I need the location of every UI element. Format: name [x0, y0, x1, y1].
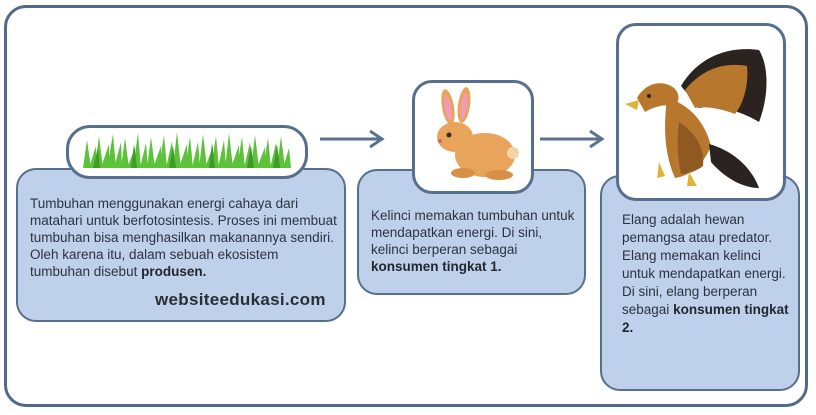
- eagle-icon: [625, 49, 767, 188]
- eagle-description-card: Elang adalah hewan pemangsa atau predato…: [600, 175, 800, 391]
- rabbit-icon: [437, 87, 519, 180]
- arrow-right-icon: [540, 129, 605, 149]
- rabbit-description-text: Kelinci memakan tumbuhan untuk mendapatk…: [371, 208, 575, 257]
- eagle-description-text: Elang adalah hewan pemangsa atau predato…: [622, 212, 786, 317]
- grass-description-card: Tumbuhan menggunakan energi cahaya dari …: [16, 168, 346, 322]
- grass-description: Tumbuhan menggunakan energi cahaya dari …: [30, 195, 338, 280]
- eagle-picture: [616, 23, 786, 201]
- watermark: websiteedukasi.com: [155, 290, 326, 309]
- grass-description-text: Tumbuhan menggunakan energi cahaya dari …: [30, 196, 337, 279]
- grass-icon: [83, 132, 291, 168]
- arrow-right-icon: [320, 129, 385, 149]
- rabbit-role-label: konsumen tingkat 1.: [371, 259, 502, 274]
- eagle-role-label: konsumen tingkat 2.: [622, 302, 789, 335]
- rabbit-description: Kelinci memakan tumbuhan untuk mendapatk…: [371, 207, 577, 275]
- rabbit-picture: [412, 80, 534, 194]
- eagle-description: Elang adalah hewan pemangsa atau predato…: [622, 211, 790, 337]
- grass-picture: [66, 125, 308, 179]
- grass-role-label: produsen.: [141, 264, 207, 279]
